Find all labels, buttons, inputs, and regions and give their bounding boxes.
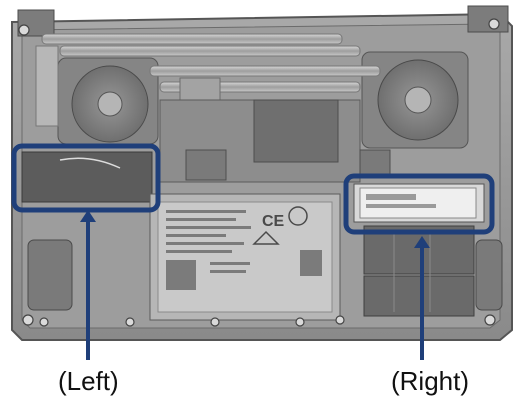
screws: [18, 18, 500, 327]
left-highlight-box: [11, 143, 161, 213]
left-speaker: [27, 239, 73, 311]
right-callout-label: (Right): [391, 366, 470, 396]
right-speaker: [475, 239, 503, 311]
left-callout-arrow: [80, 210, 96, 360]
right-ssd-module: [353, 183, 485, 223]
left-callout-label: (Left): [58, 366, 119, 396]
right-highlight-box: [343, 173, 495, 235]
left-ssd-module: [21, 151, 153, 203]
memory-slots: [363, 225, 475, 317]
battery-pack: CE: [149, 193, 341, 321]
right-cooling-fan: [361, 51, 469, 149]
right-hinge: [467, 5, 509, 33]
motherboard: [159, 99, 391, 183]
ce-mark: CE: [262, 213, 285, 230]
left-cooling-fan: [57, 57, 159, 145]
right-callout-arrow: [414, 236, 430, 360]
